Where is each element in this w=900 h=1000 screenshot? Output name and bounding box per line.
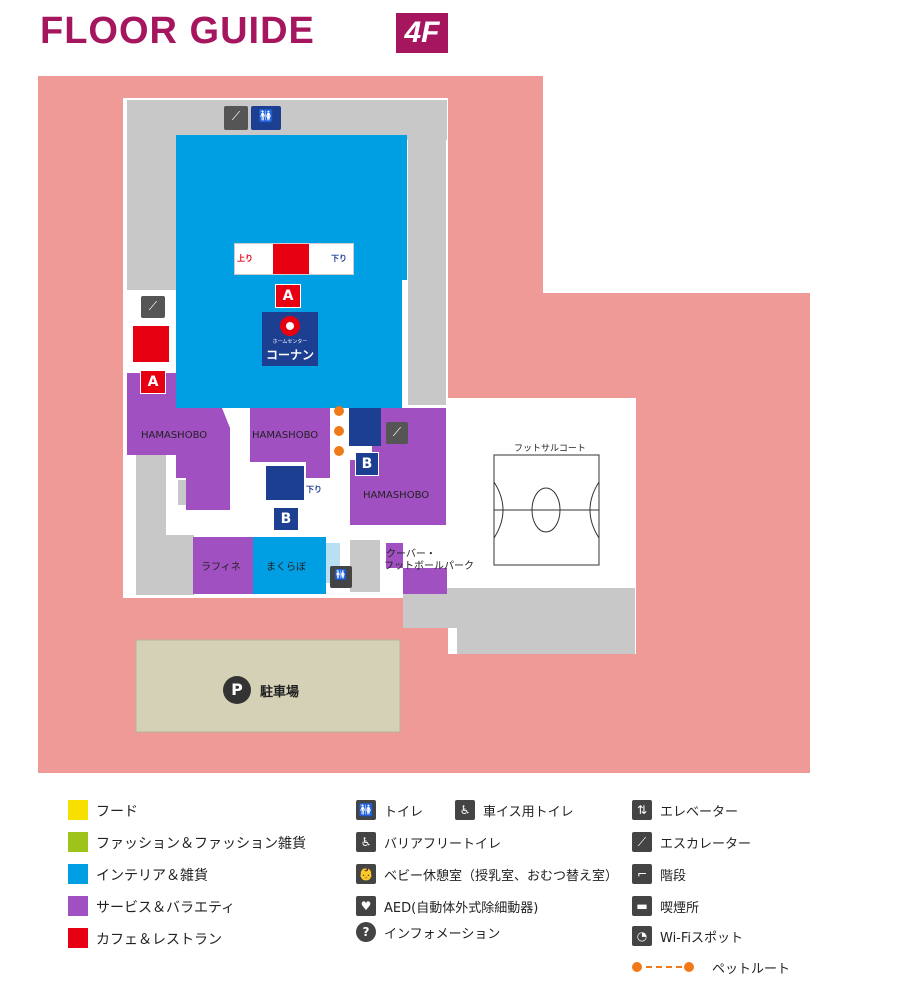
legend-aed: AED(自動体外式除細動器) [384,901,539,916]
zone-makurabo [253,537,326,594]
escalator-a-panel: 上り 下り [234,243,354,275]
walkway-col [178,480,188,505]
zone-coever [386,543,447,594]
page-title: FLOOR GUIDE [40,10,315,52]
walkway-bottom-left [136,455,166,595]
elevator-icon-a [133,326,169,362]
konan-logo: ホームセンター コーナン [262,312,318,366]
aed-icon: ♥ [356,896,376,916]
legend-stairs: 階段 [660,869,687,884]
information-icon: ? [356,922,376,942]
legend-escalator: エスカレーター [660,837,752,852]
floor-map [38,76,810,773]
elevator-icon: ⇅ [632,800,652,820]
walkway-annex-left [403,588,463,628]
legend-swatch-food [68,800,88,820]
legend-restroom: トイレ [384,805,424,820]
stairs-icon-b: ⟋ [386,422,408,444]
walkway-left [127,100,177,290]
label-makurabo: まくらぼ [266,562,306,573]
konan-small-text: ホームセンター [272,339,308,345]
stairs-icon-top: ⟋ [224,106,248,130]
legend-food: フード [96,804,138,820]
floor-badge: 4F [396,13,448,53]
label-coever-1: クーバー・ [386,549,436,560]
pet-route-line [646,966,682,968]
barrier-free-toilet-icon: ♿ [356,832,376,852]
walkway-mid [350,540,380,592]
escalator-down-label: 下り [331,254,347,263]
wifi-icon: ◔ [632,926,652,946]
legend-interior: インテリア＆雑貨 [96,868,208,884]
zone-parking [135,639,401,733]
zone-hamashobo-center [250,408,330,478]
elevator-b-badge: B [355,452,379,476]
wheelchair-icon: ♿ [455,800,475,820]
legend-smoking: 喫煙所 [660,901,700,916]
pet-route-icon-end [684,962,694,972]
escalator-b-badge: B [273,507,299,531]
smoking-icon: ▬ [632,896,652,916]
stairs-icon-left: ⟋ [141,296,165,318]
zone-rafine [193,537,253,594]
legend-barrier-free: バリアフリートイレ [384,837,502,852]
pet-route-mark [334,406,344,416]
pet-route-icon-start [632,962,642,972]
restroom-icon-bottom: 🚻 [330,566,352,588]
parking-icon: P [231,680,243,699]
konan-name: コーナン [265,348,314,362]
restroom-icon-top: 🚻 [251,106,281,130]
legend-wheelchair: 車イス用トイレ [483,805,574,820]
legend-swatch-fashion [68,832,88,852]
legend-pet-route: ペットルート [712,962,791,977]
futsal-court [493,454,600,566]
label-hamashobo-center: HAMASHOBO [252,430,319,441]
legend-wifi: Wi-Fiスポット [660,931,744,946]
legend-cafe: カフェ＆レストラン [96,932,222,948]
legend-elevator: エレベーター [660,805,739,820]
zone-hamashobo-left [127,373,230,510]
label-parking: 駐車場 [260,685,300,700]
escalator-icon: ⟋ [632,832,652,852]
escalator-up-label: 上り [237,254,253,263]
label-futsal: フットサルコート [514,444,586,454]
escalator-a-badge: A [275,284,301,308]
escalator-icon-b [266,466,304,500]
legend-service: サービス＆バラエティ [96,900,236,916]
label-coever-2: フットボールパーク [384,561,474,572]
label-hamashobo-right: HAMASHOBO [363,490,430,501]
walkway-lower [166,535,194,595]
label-hamashobo-left: HAMASHOBO [141,430,208,441]
legend-information: インフォメーション [384,927,501,942]
pet-route-mark [334,446,344,456]
legend-fashion: ファッション＆ファッション雑貨 [96,836,306,852]
elevator-icon-b [349,408,381,446]
stairs-icon: ⌐ [632,864,652,884]
label-rafine: ラフィネ [201,562,241,573]
elevator-a-badge: A [140,370,166,394]
legend-swatch-interior [68,864,88,884]
pet-route-mark [334,426,344,436]
konan-logo-dot [286,322,294,330]
walkway-top [127,100,447,140]
restroom-icon: 🚻 [356,800,376,820]
legend-baby-room: ベビー休憩室（授乳室、おむつ替え室） [384,869,619,884]
escalator-icon-main [273,244,309,274]
escalator-b-down-label: 下り [306,485,322,494]
walkway-annex [457,588,635,654]
baby-room-icon: 👶 [356,864,376,884]
walkway-right [408,100,446,405]
parking-icon-circle [223,676,251,704]
legend-swatch-cafe [68,928,88,948]
legend-swatch-service [68,896,88,916]
